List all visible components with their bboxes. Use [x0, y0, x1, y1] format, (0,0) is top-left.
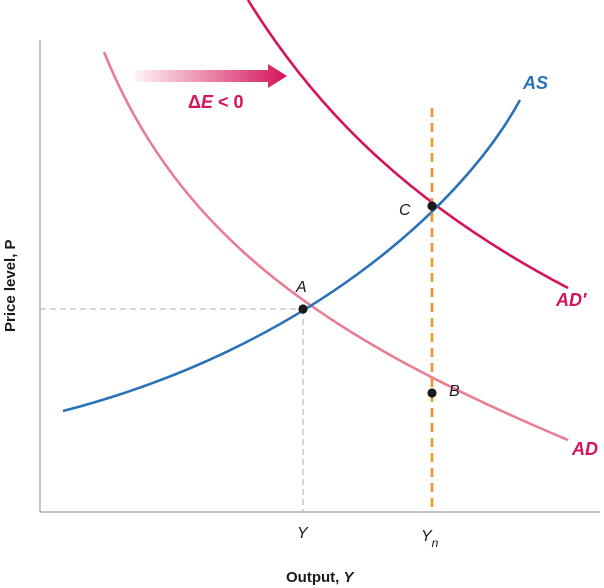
point-c-label: C [399, 202, 411, 219]
point-b-marker [427, 388, 437, 398]
point-a-label: A [295, 279, 307, 296]
ad-prime-curve [246, 0, 569, 290]
as-label: AS [522, 73, 548, 93]
y-axis-title: Price level, P [2, 239, 19, 332]
delta-symbol: Δ [188, 92, 201, 112]
point-c-marker [427, 201, 437, 211]
x-axis-title: Output, Y [286, 569, 355, 586]
ad-curve [102, 51, 569, 442]
as-curve [62, 99, 522, 413]
tick-label-y: Y [297, 525, 309, 542]
shift-variable: E [201, 92, 214, 112]
point-b-label: B [449, 383, 460, 400]
point-a-marker [298, 304, 308, 314]
ad-prime-label: AD′ [555, 290, 587, 310]
shift-label: ΔE < 0 [188, 92, 243, 112]
tick-label-yn-main: Y [421, 528, 433, 545]
ad-label: AD [571, 439, 598, 459]
tick-label-yn: Yn [421, 528, 439, 550]
tick-label-yn-sub: n [432, 536, 439, 550]
x-axis-title-var: Y [343, 569, 355, 586]
x-axis-title-main: Output, [286, 569, 343, 586]
shift-comparison: < 0 [213, 92, 244, 112]
shift-arrow [135, 64, 287, 88]
